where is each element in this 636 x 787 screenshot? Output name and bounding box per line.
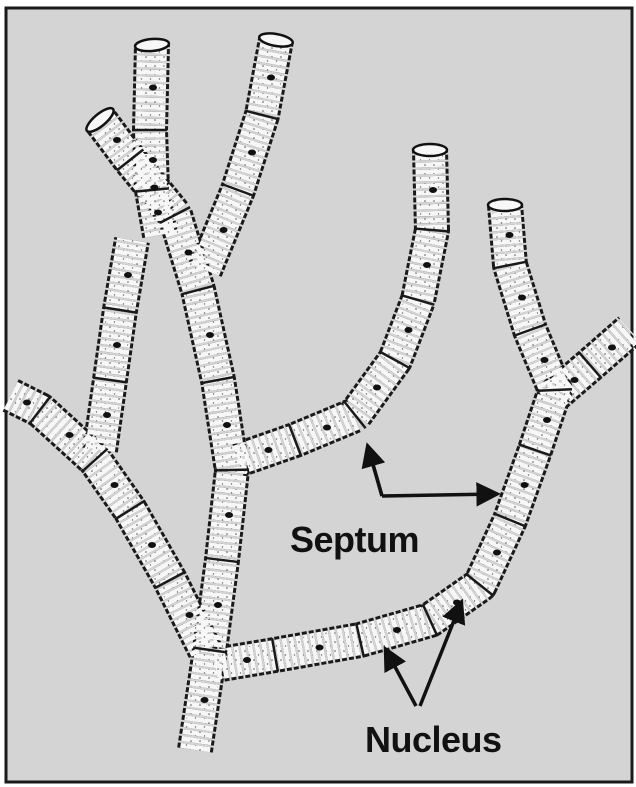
nucleus: [111, 482, 119, 488]
nucleus: [185, 250, 193, 256]
left-upper-branch-texture: [150, 45, 160, 235]
nucleus: [493, 550, 501, 556]
nucleus: [543, 417, 551, 423]
nucleus: [124, 272, 132, 278]
nucleus: [243, 657, 251, 663]
nucleus: [149, 157, 157, 163]
hypha-tip: [413, 144, 447, 156]
nucleus: [113, 342, 121, 348]
nucleus: [214, 602, 222, 608]
nucleus: [248, 150, 256, 156]
nucleus-label: Nucleus: [365, 719, 502, 760]
nucleus: [186, 612, 194, 618]
nucleus: [316, 645, 324, 651]
hypha-tip: [488, 199, 522, 211]
nucleus: [149, 85, 157, 91]
nucleus: [518, 295, 526, 301]
nucleus: [265, 447, 273, 453]
nucleus: [323, 425, 331, 431]
nucleus: [23, 400, 31, 406]
nucleus: [154, 210, 162, 216]
nucleus: [571, 377, 579, 383]
septum-label: Septum: [290, 519, 419, 560]
nucleus: [373, 385, 381, 391]
nucleus: [506, 232, 514, 238]
nucleus: [103, 412, 111, 418]
nucleus: [66, 432, 74, 438]
nucleus: [151, 185, 159, 191]
nucleus: [423, 262, 431, 268]
nucleus: [541, 357, 549, 363]
nucleus: [267, 75, 275, 81]
nucleus: [225, 512, 233, 518]
nucleus: [608, 345, 616, 351]
septum: [538, 389, 572, 390]
nucleus: [220, 227, 228, 233]
nucleus: [405, 327, 413, 333]
septum: [215, 470, 249, 471]
septum-arrow-right: [382, 494, 496, 496]
nucleus: [429, 187, 437, 193]
nucleus: [148, 542, 156, 548]
nucleus: [521, 482, 529, 488]
nucleus: [206, 332, 214, 338]
nucleus: [113, 137, 121, 143]
nucleus: [223, 422, 231, 428]
nucleus: [201, 697, 209, 703]
nucleus: [393, 627, 401, 633]
